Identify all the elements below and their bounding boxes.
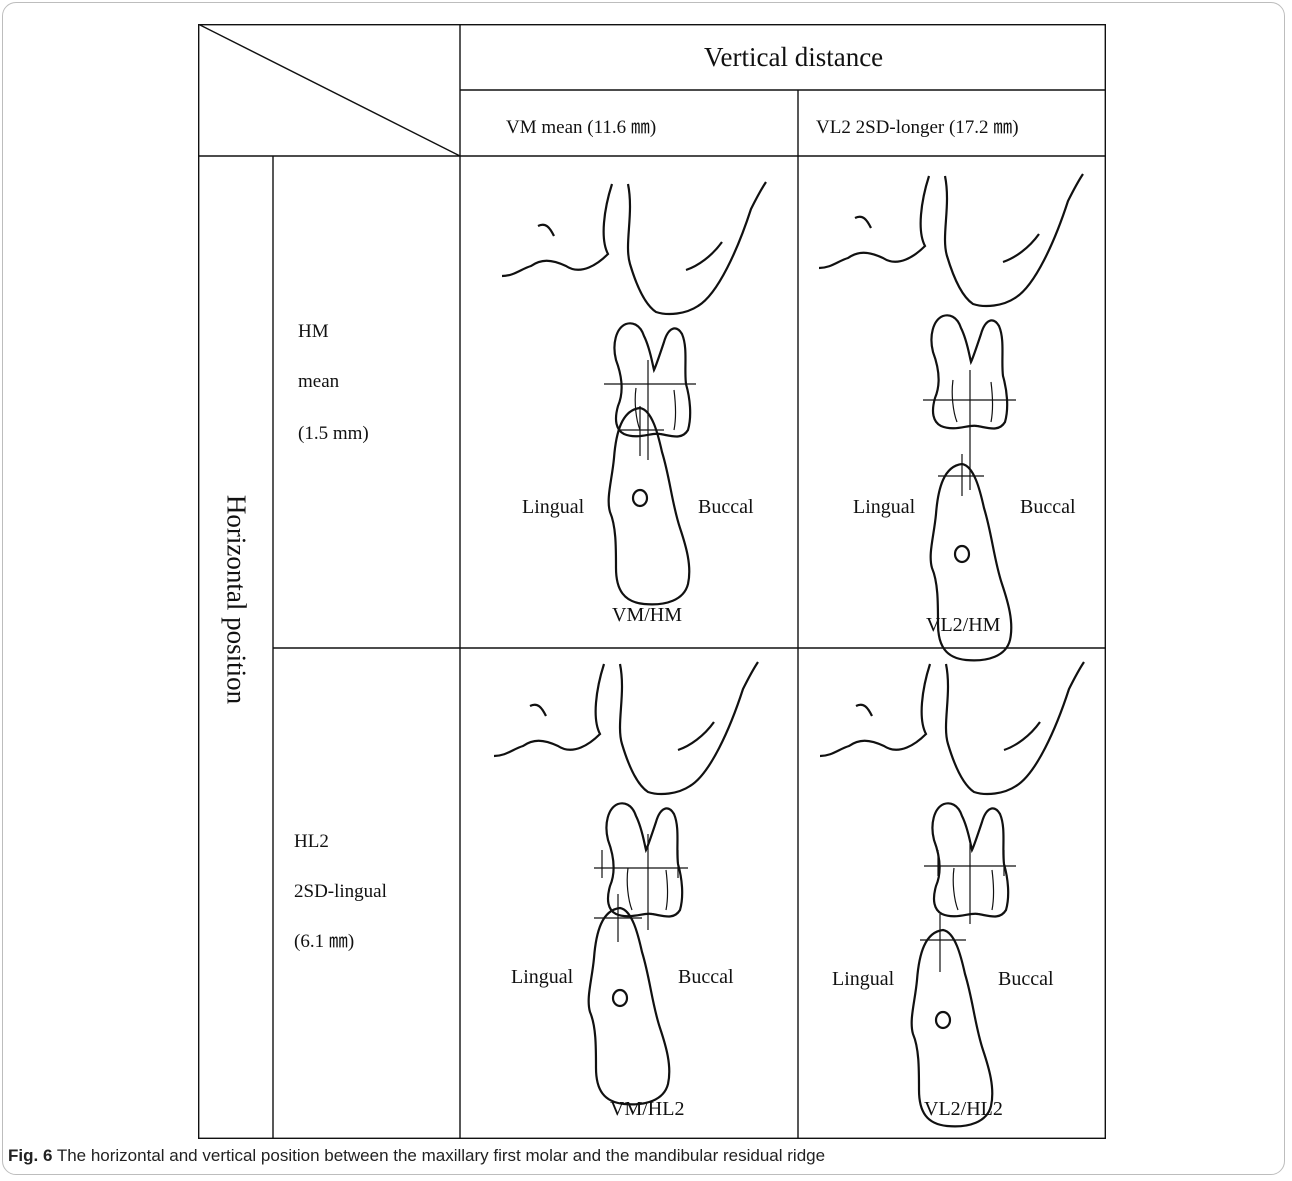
panel4-caption: VL2/HL2 bbox=[924, 1098, 1003, 1121]
row1-label-line2: mean bbox=[298, 372, 339, 391]
panel3-caption: VM/HL2 bbox=[610, 1098, 684, 1121]
panel3-lingual-label: Lingual bbox=[511, 966, 573, 989]
dental-diagram-vl2-hm bbox=[819, 174, 1083, 660]
row2-label-line1: HL2 bbox=[294, 832, 329, 851]
figure-table: Vertical distance VM mean (11.6 ㎜) VL2 2… bbox=[198, 24, 1106, 1139]
panel1-lingual-label: Lingual bbox=[522, 496, 584, 519]
vertical-distance-header: Vertical distance bbox=[704, 42, 883, 73]
horizontal-position-label: Horizontal position bbox=[221, 480, 252, 720]
column-header-vm: VM mean (11.6 ㎜) bbox=[506, 112, 656, 139]
row2-label-line2: 2SD-lingual bbox=[294, 882, 387, 901]
panel2-buccal-label: Buccal bbox=[1020, 496, 1076, 519]
panel1-buccal-label: Buccal bbox=[698, 496, 754, 519]
figure-caption-text: The horizontal and vertical position bet… bbox=[52, 1146, 825, 1165]
dental-diagram-vl2-hl2 bbox=[820, 662, 1084, 1126]
panel4-buccal-label: Buccal bbox=[998, 968, 1054, 991]
row1-label-line3: (1.5 mm) bbox=[298, 424, 369, 443]
panel4-lingual-label: Lingual bbox=[832, 968, 894, 991]
figure-number: Fig. 6 bbox=[8, 1146, 52, 1165]
row1-label-line1: HM bbox=[298, 322, 329, 341]
figure-caption: Fig. 6 The horizontal and vertical posit… bbox=[8, 1146, 825, 1166]
column-header-vl2: VL2 2SD-longer (17.2 ㎜) bbox=[816, 112, 1019, 139]
dental-diagram-vm-hm bbox=[502, 182, 766, 604]
panel3-buccal-label: Buccal bbox=[678, 966, 734, 989]
row2-label-line3: (6.1 ㎜) bbox=[294, 932, 354, 951]
panel2-caption: VL2/HM bbox=[926, 614, 1000, 637]
dental-diagram-vm-hl2 bbox=[494, 662, 758, 1104]
table-grid-lines bbox=[198, 24, 1106, 1139]
panel2-lingual-label: Lingual bbox=[853, 496, 915, 519]
panel1-caption: VM/HM bbox=[612, 604, 682, 627]
